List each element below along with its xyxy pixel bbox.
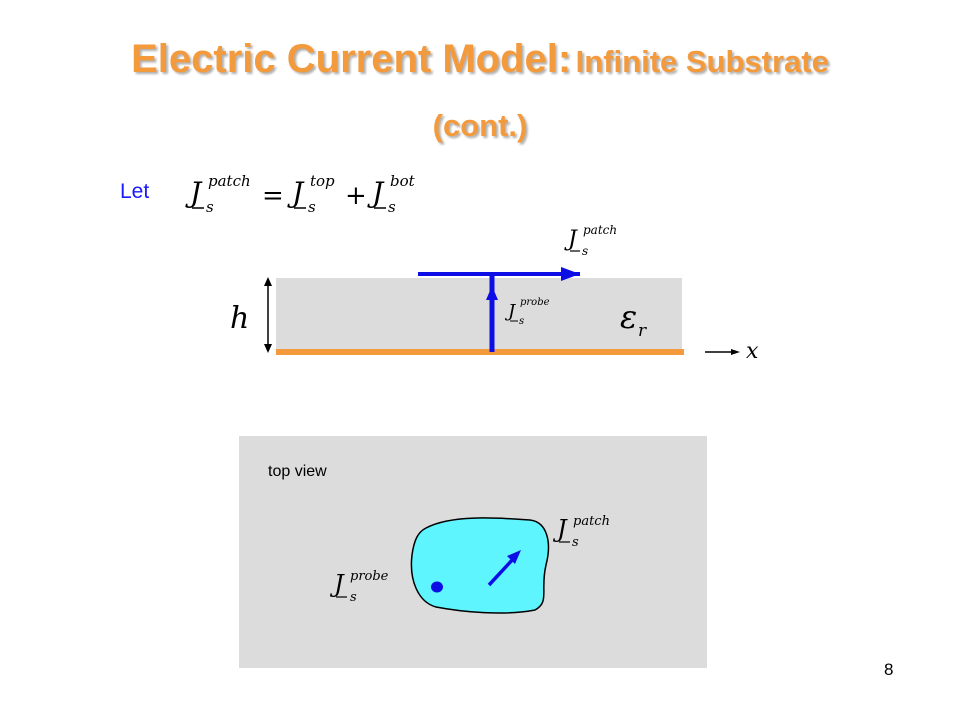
lhs-sup: patch	[208, 172, 251, 190]
epsilon-subscript: r	[638, 321, 647, 341]
term1-sub: s	[308, 198, 316, 216]
term1-base: J	[287, 176, 305, 209]
page-number: 8	[884, 660, 894, 679]
plus-sign: +	[345, 181, 367, 211]
title-main: Electric Current Model:	[131, 37, 572, 81]
side-view-diagram: h J patch s J probe s ε r x	[230, 223, 759, 364]
top-probe-current-sub: s	[350, 590, 357, 605]
top-view-label: top view	[268, 463, 327, 480]
x-axis-arrowhead	[731, 349, 740, 355]
height-label: h	[230, 301, 249, 336]
top-patch-current-sub: s	[572, 535, 579, 550]
patch-shape	[410, 517, 550, 614]
top-probe-current-sup: probe	[350, 569, 389, 584]
side-probe-current-base: J	[504, 301, 517, 322]
let-label: Let	[120, 180, 150, 203]
top-view-diagram: top view J patch s J probe s	[239, 436, 707, 668]
side-probe-current-sub: s	[519, 316, 524, 327]
side-patch-current-base: J	[564, 227, 578, 252]
permittivity-label: ε r	[620, 298, 647, 341]
substrate-layer	[276, 278, 682, 350]
title-sub: Infinite Substrate	[575, 44, 829, 79]
side-patch-current-sup: patch	[583, 223, 617, 237]
term2-base: J	[367, 176, 385, 209]
side-patch-current-sub: s	[582, 244, 588, 258]
side-probe-current-label: J probe s	[504, 297, 550, 327]
slide-title: Electric Current Model: Infinite Substra…	[0, 30, 960, 155]
epsilon-symbol: ε	[620, 298, 637, 336]
ground-plane	[276, 349, 684, 355]
lhs-base: J	[185, 176, 203, 209]
term2-sup: bot	[390, 172, 416, 190]
current-decomposition-equation: J patch s = J top s + J bot s	[185, 172, 416, 216]
top-patch-current-sup: patch	[573, 514, 610, 529]
side-probe-current-sup: probe	[520, 297, 550, 308]
lhs-sub: s	[206, 198, 214, 216]
term1-sup: top	[310, 172, 335, 190]
patch-current-arrow	[487, 556, 516, 587]
term2-sub: s	[388, 198, 396, 216]
patch-current-arrow-head	[507, 550, 521, 564]
equals-sign: =	[262, 181, 284, 211]
probe-dot	[431, 581, 443, 593]
patch-current-arrowhead	[561, 267, 580, 281]
probe-current-arrowhead	[486, 286, 498, 300]
x-axis-label: x	[746, 339, 759, 364]
title-sub-line2: (cont.)	[432, 108, 528, 143]
side-patch-current-label: J patch s	[564, 223, 617, 258]
